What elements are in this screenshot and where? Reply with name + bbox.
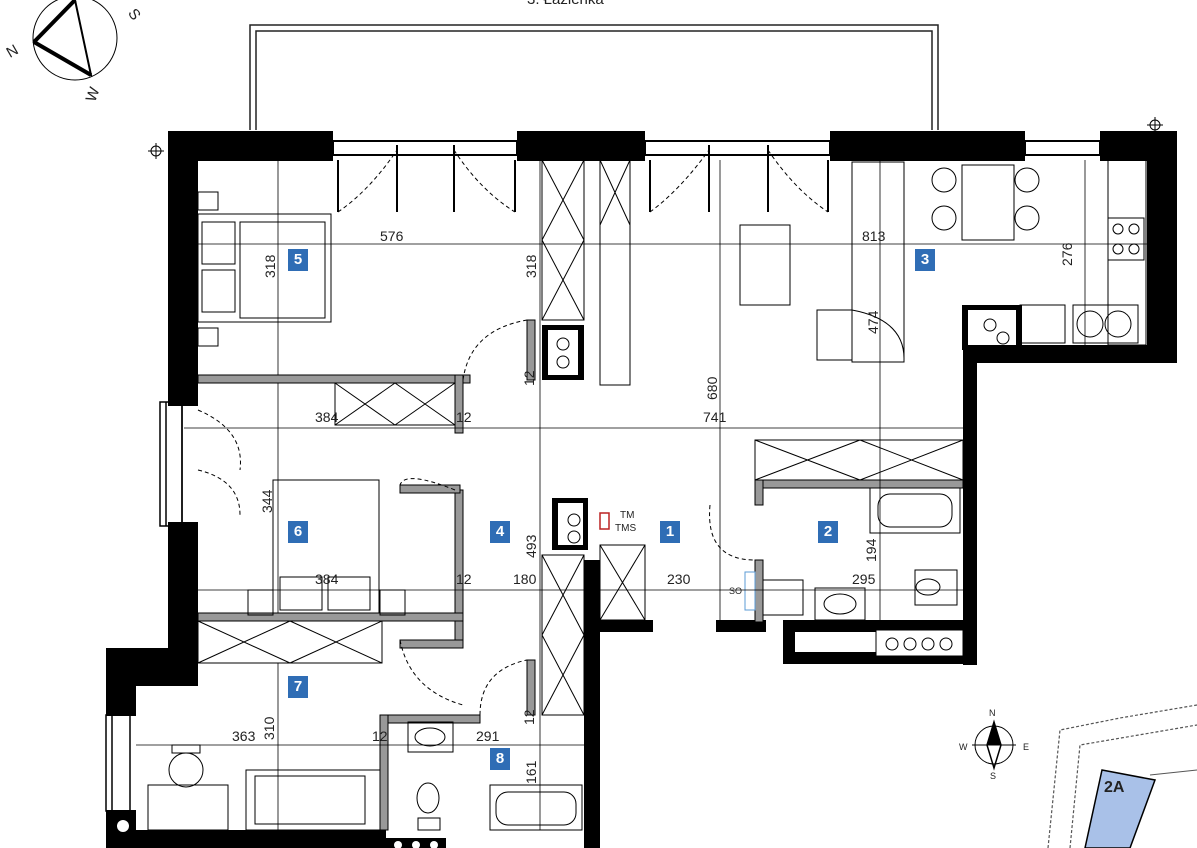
dimension-576: 576 xyxy=(380,228,404,244)
bottom-shaft xyxy=(112,812,446,848)
dimension-344: 344 xyxy=(259,489,275,513)
room-badge-5: 5 xyxy=(288,249,308,271)
window-room-6 xyxy=(159,401,183,527)
header-label: 3. Łazienka xyxy=(527,0,604,8)
tms-label: TMS xyxy=(615,523,637,534)
compass-rose-icon xyxy=(32,0,118,81)
dimension-276: 276 xyxy=(1059,242,1075,266)
dimension-318-room5: 318 xyxy=(262,254,278,278)
dimension-12-c: 12 xyxy=(456,571,472,587)
tms-box xyxy=(599,512,610,530)
exterior-walls xyxy=(106,131,1177,848)
dimension-295: 295 xyxy=(852,571,876,587)
small-compass-n-label: N xyxy=(989,708,996,718)
dimension-493: 493 xyxy=(523,534,539,558)
dimension-194: 194 xyxy=(863,538,879,562)
room-badge-1: 1 xyxy=(660,521,680,543)
dimension-310: 310 xyxy=(261,716,277,740)
room-badge-7: 7 xyxy=(288,676,308,698)
room-badge-4: 4 xyxy=(490,521,510,543)
small-compass-e-label: E xyxy=(1023,742,1030,752)
door-swings xyxy=(197,149,829,716)
dimension-384-room6: 384 xyxy=(315,571,339,587)
dimension-741: 741 xyxy=(703,409,727,425)
so-label: SO xyxy=(729,586,743,596)
window-room-7 xyxy=(105,714,131,812)
dimension-12-a: 12 xyxy=(456,409,472,425)
balcony-railing xyxy=(249,24,939,130)
small-compass-s-label: S xyxy=(990,771,997,781)
dimension-474: 474 xyxy=(865,310,881,334)
tm-label: TM xyxy=(620,510,635,521)
bathroom-8-fixtures xyxy=(407,721,583,831)
small-compass-w-label: W xyxy=(959,742,968,752)
dimension-363: 363 xyxy=(232,728,256,744)
dimension-813: 813 xyxy=(862,228,886,244)
wardrobes xyxy=(197,159,964,716)
small-compass-icon xyxy=(972,719,1016,771)
dimension-318-hall: 318 xyxy=(523,254,539,278)
dimension-291: 291 xyxy=(476,728,500,744)
dimension-lines xyxy=(136,160,1147,830)
bed-room-7 xyxy=(147,744,381,831)
building-label: 2A xyxy=(1104,779,1125,796)
dimension-384-room5: 384 xyxy=(315,409,339,425)
crosshair-markers xyxy=(148,117,1163,159)
installation-shafts xyxy=(542,305,1022,657)
dimension-680: 680 xyxy=(704,376,720,400)
room-badge-3: 3 xyxy=(915,249,935,271)
dimension-12-e: 12 xyxy=(372,728,388,744)
room-badge-2: 2 xyxy=(818,521,838,543)
dimension-161: 161 xyxy=(523,760,539,784)
room-badge-8: 8 xyxy=(490,748,510,770)
dimension-180: 180 xyxy=(513,571,537,587)
interior-partitions xyxy=(197,319,964,831)
bathroom-2-fixtures xyxy=(744,487,961,621)
dimension-230: 230 xyxy=(667,571,691,587)
balcony-doors xyxy=(332,140,1101,212)
dimension-12-d: 12 xyxy=(521,709,537,725)
room-badge-6: 6 xyxy=(288,521,308,543)
dimension-12-b: 12 xyxy=(521,370,537,386)
bed-room-5 xyxy=(197,191,332,347)
site-plan xyxy=(1040,700,1197,848)
